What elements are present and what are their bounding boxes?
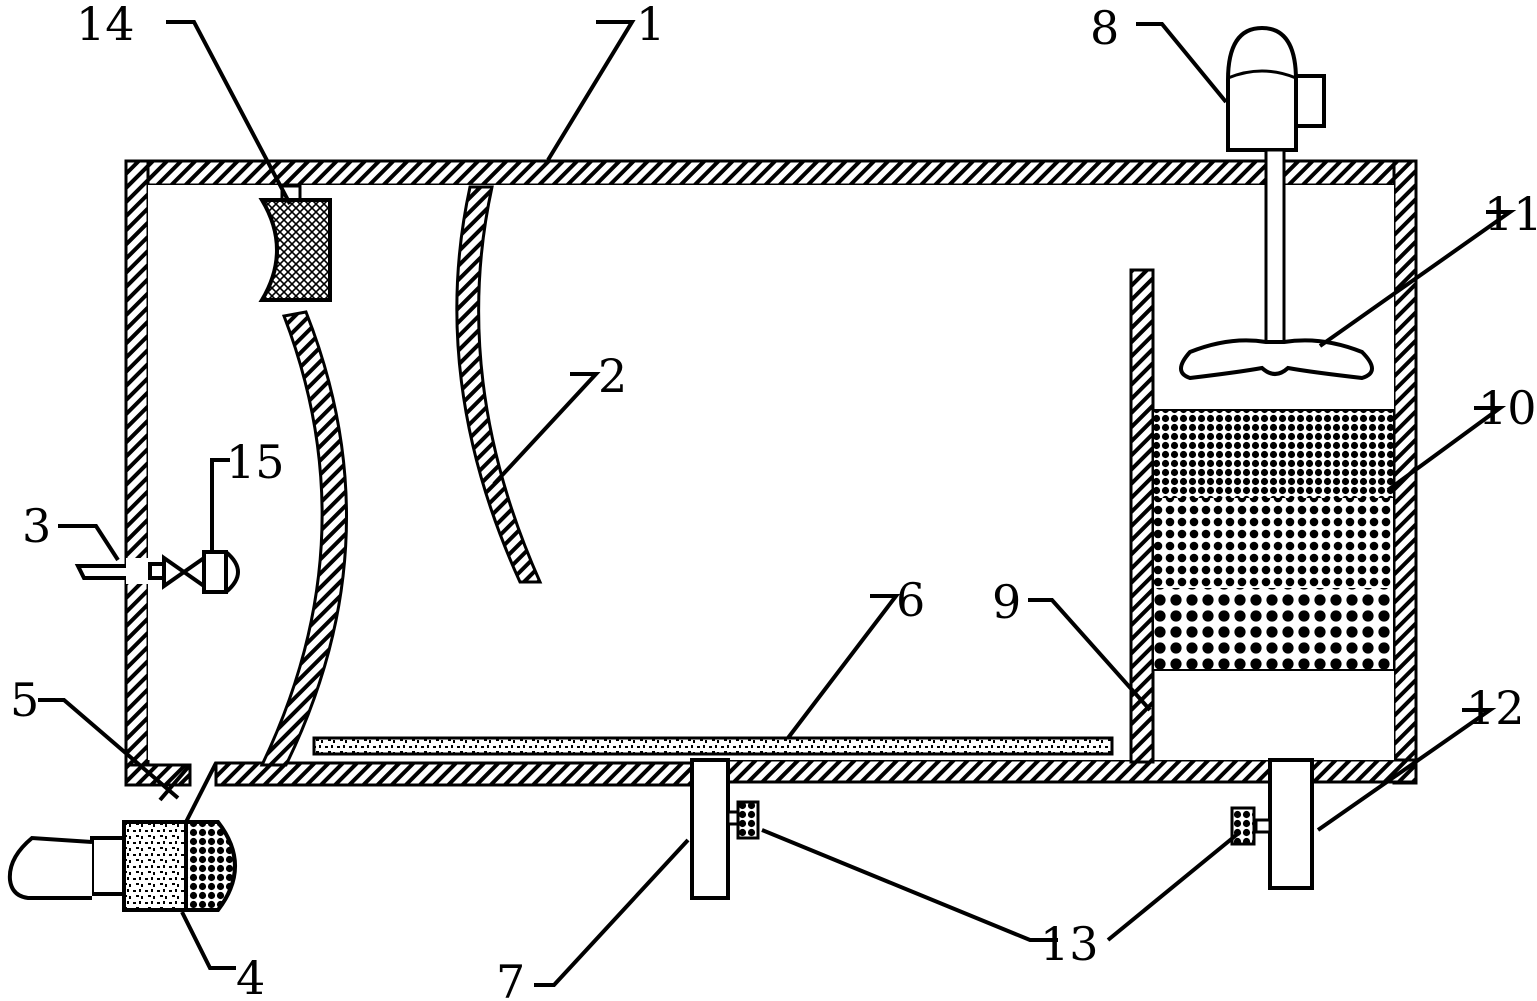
label-15: 15 <box>226 435 285 489</box>
curved-guide-plate <box>259 310 348 767</box>
inlet-throat <box>158 762 218 823</box>
label-5: 5 <box>10 673 39 727</box>
label-8: 8 <box>1090 1 1119 55</box>
label-9: 9 <box>992 575 1021 629</box>
label-10: 10 <box>1478 381 1537 435</box>
pump <box>7 820 237 912</box>
impeller <box>1179 338 1374 381</box>
valve-actuator <box>202 550 240 594</box>
callout-labels: 1 2 3 4 5 6 7 8 9 10 11 12 13 14 15 <box>10 0 1537 1001</box>
label-1: 1 <box>636 0 665 51</box>
label-14: 14 <box>76 0 135 51</box>
inlet-pipe <box>74 558 164 584</box>
label-12: 12 <box>1466 681 1525 735</box>
screen-filter <box>258 184 332 302</box>
label-11: 11 <box>1484 187 1537 241</box>
label-7: 7 <box>496 955 525 1001</box>
label-13: 13 <box>1040 917 1099 971</box>
label-2: 2 <box>598 349 627 403</box>
leader-lines <box>38 20 1517 987</box>
valve <box>162 554 206 590</box>
agitator-shaft <box>1264 148 1286 352</box>
agitator-motor <box>1226 25 1326 152</box>
filter-partition <box>1129 268 1155 764</box>
outlet-pipe <box>690 758 760 900</box>
label-6: 6 <box>896 573 925 627</box>
perforated-plate <box>312 736 1114 756</box>
label-4: 4 <box>236 951 265 1001</box>
label-3: 3 <box>22 499 51 553</box>
curved-baffle <box>455 185 543 584</box>
filter-media <box>1152 409 1395 671</box>
